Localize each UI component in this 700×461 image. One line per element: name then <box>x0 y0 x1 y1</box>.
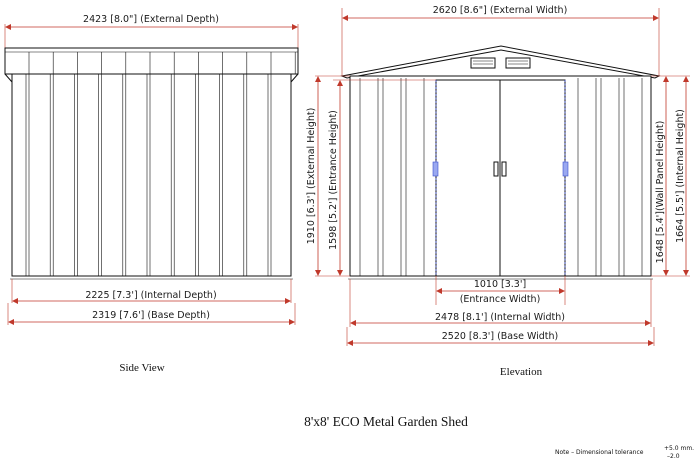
entrance-width-value: 1010 [3.3'] <box>474 279 526 290</box>
drawing-title: 8'x8' ECO Metal Garden Shed <box>304 414 468 429</box>
tolerance-note: Note – Dimensional tolerance +5.0 mm. –2… <box>555 445 694 460</box>
wall-panel-height-label: 1648 [5.4'](Wall Panel Height) <box>655 121 666 264</box>
entrance-width-label: (Entrance Width) <box>460 294 541 305</box>
side-view-caption: Side View <box>119 362 164 374</box>
side-wall <box>11 73 292 277</box>
elevation-roof <box>340 45 661 79</box>
door-handle-left-icon <box>493 161 499 177</box>
side-roof-ribs <box>28 52 296 74</box>
base-depth-label: 2319 [7.6'] (Base Depth) <box>92 310 210 321</box>
door-handle-right-icon <box>501 161 507 177</box>
tolerance-minus: –2.0 <box>667 453 680 460</box>
tolerance-note-text: Note – Dimensional tolerance <box>555 449 644 456</box>
tolerance-plus: +5.0 mm. <box>664 445 694 452</box>
elevation-view: 2620 [8.6"] (External Width) 1910 [6.3']… <box>306 5 690 378</box>
vent-left <box>470 57 496 69</box>
vent-right <box>505 57 531 69</box>
external-depth-label: 2423 [8.0"] (External Depth) <box>83 14 219 25</box>
base-width-label: 2520 [8.3'] (Base Width) <box>442 331 559 342</box>
side-wall-ribs <box>25 74 272 276</box>
side-roof <box>4 47 299 75</box>
internal-height-label: 1664 [5.5'] (Internal Height) <box>675 109 686 243</box>
entrance-height-label: 1598 [5.2'] (Entrance Height) <box>328 110 339 250</box>
side-view: 2423 [8.0"] (External Depth) 2225 [7.3']… <box>4 14 299 374</box>
external-height-label: 1910 [6.3'] (External Height) <box>306 108 317 245</box>
elevation-caption: Elevation <box>500 366 543 378</box>
door-hinge-right-icon <box>562 161 569 177</box>
internal-depth-label: 2225 [7.3'] (Internal Depth) <box>85 290 216 301</box>
external-width-label: 2620 [8.6"] (External Width) <box>433 5 568 16</box>
door-hinge-left-icon <box>432 161 439 177</box>
internal-width-label: 2478 [8.1'] (Internal Width) <box>435 312 565 323</box>
elevation-wall-ribs <box>359 78 643 276</box>
